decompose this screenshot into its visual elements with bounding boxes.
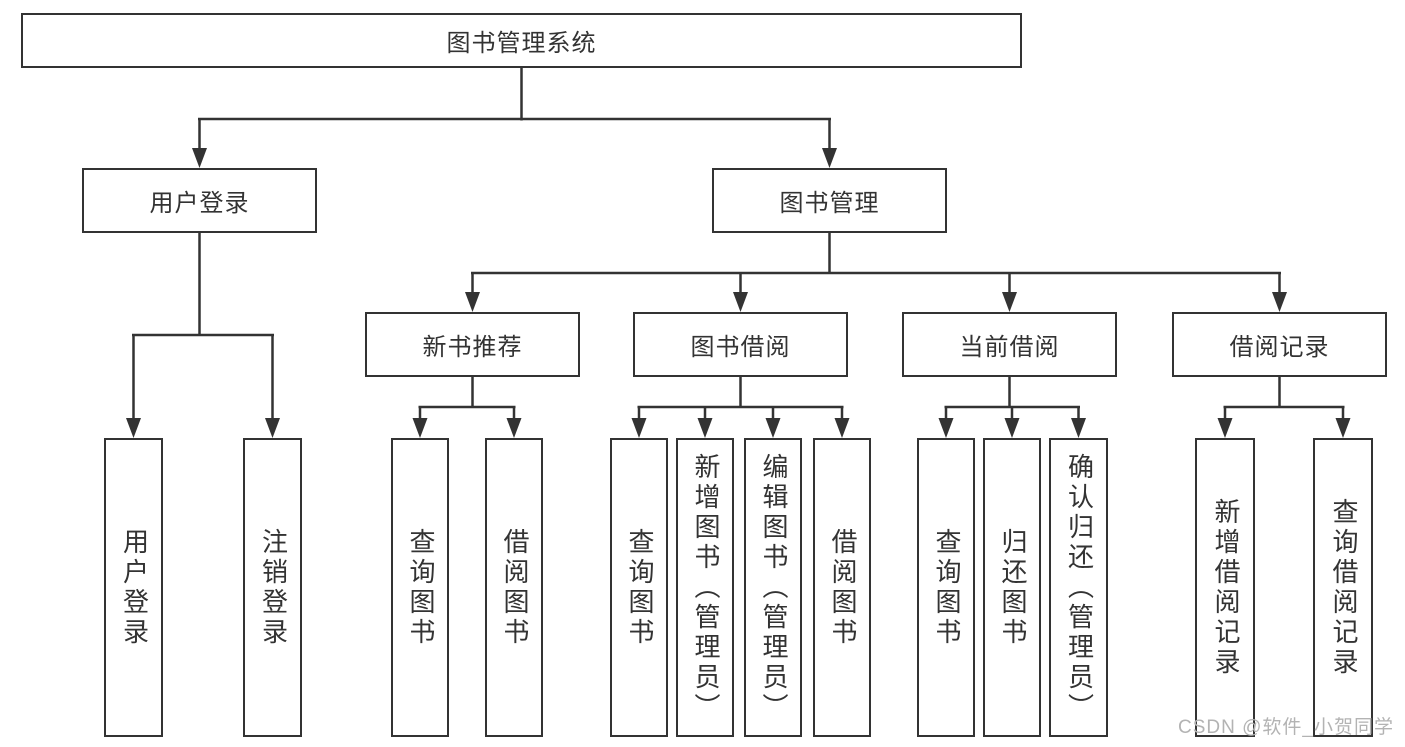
node-borrow-records-label: 借阅记录: [1229, 334, 1330, 361]
leaf-borrow-add-book-admin-label: 新增图书（管理员）: [690, 452, 721, 723]
leaf-user-login: 用户登录: [104, 438, 163, 737]
leaf-borrow-edit-book-admin: 编辑图书（管理员）: [744, 438, 802, 737]
leaf-current-query-book-label: 查询图书: [931, 527, 962, 648]
leaf-current-query-book: 查询图书: [917, 438, 975, 737]
leaf-borrow-query-book: 查询图书: [610, 438, 668, 737]
node-user-login: 用户登录: [82, 168, 317, 233]
leaf-current-return-book-label: 归还图书: [997, 527, 1028, 648]
node-book-borrow: 图书借阅: [633, 312, 848, 377]
leaf-current-confirm-return-admin: 确认归还（管理员）: [1049, 438, 1108, 737]
node-book-management-label: 图书管理: [779, 190, 880, 217]
node-user-login-label: 用户登录: [149, 190, 250, 217]
leaf-newbook-borrow-book-label: 借阅图书: [499, 527, 530, 648]
leaf-borrow-query-book-label: 查询图书: [624, 527, 655, 648]
leaf-records-add-record-label: 新增借阅记录: [1210, 497, 1241, 678]
leaf-logout: 注销登录: [243, 438, 302, 737]
leaf-borrow-borrow-book-label: 借阅图书: [827, 527, 858, 648]
leaf-records-add-record: 新增借阅记录: [1195, 438, 1255, 737]
node-book-borrow-label: 图书借阅: [690, 334, 791, 361]
node-current-borrow-label: 当前借阅: [959, 334, 1060, 361]
leaf-user-login-label: 用户登录: [119, 527, 150, 648]
node-book-management: 图书管理: [712, 168, 947, 233]
node-borrow-records: 借阅记录: [1172, 312, 1387, 377]
node-library-system: 图书管理系统: [21, 13, 1022, 68]
node-new-book-recommend: 新书推荐: [365, 312, 580, 377]
leaf-logout-label: 注销登录: [258, 527, 289, 648]
leaf-current-confirm-return-admin-label: 确认归还（管理员）: [1064, 452, 1095, 723]
leaf-current-return-book: 归还图书: [983, 438, 1041, 737]
csdn-watermark: CSDN @软件_小贺同学: [1178, 717, 1394, 738]
leaf-borrow-edit-book-admin-label: 编辑图书（管理员）: [758, 452, 789, 723]
leaf-records-query-record-label: 查询借阅记录: [1328, 497, 1359, 678]
leaf-newbook-query-book-label: 查询图书: [405, 527, 436, 648]
leaf-newbook-query-book: 查询图书: [391, 438, 449, 737]
leaf-borrow-add-book-admin: 新增图书（管理员）: [676, 438, 734, 737]
leaf-borrow-borrow-book: 借阅图书: [813, 438, 871, 737]
node-library-system-label: 图书管理系统: [446, 30, 597, 57]
leaf-records-query-record: 查询借阅记录: [1313, 438, 1373, 737]
node-new-book-recommend-label: 新书推荐: [422, 334, 523, 361]
leaf-newbook-borrow-book: 借阅图书: [485, 438, 543, 737]
node-current-borrow: 当前借阅: [902, 312, 1117, 377]
